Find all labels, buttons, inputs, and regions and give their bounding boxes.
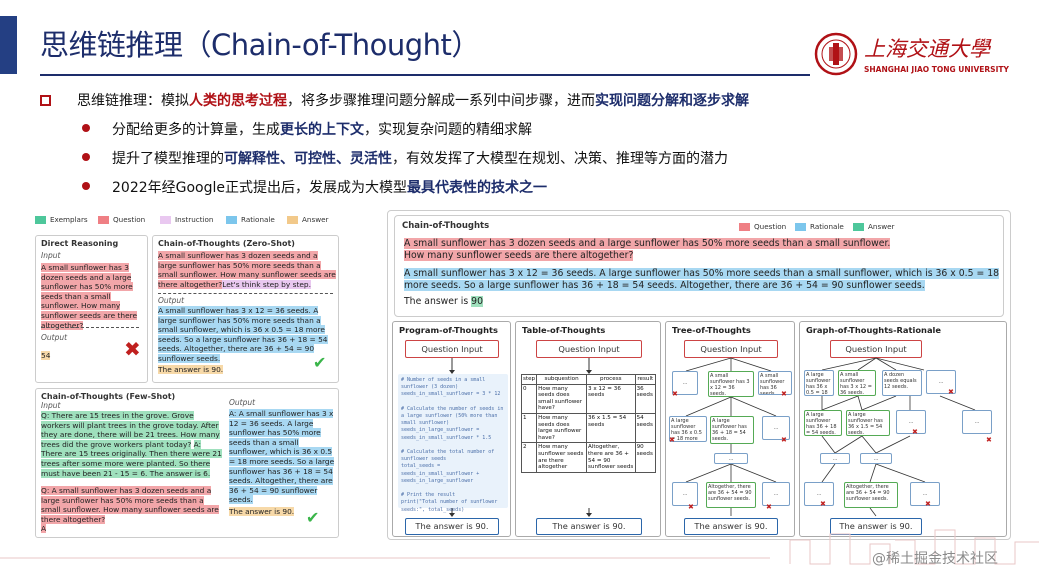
sub-bullet-1: 分配给更多的计算量，生成更长的上下文，实现复杂问题的精细求解 <box>82 119 532 139</box>
bullet-dot-icon <box>82 124 90 132</box>
wrong-icon: ✖ <box>781 436 787 444</box>
wrong-icon: ✖ <box>820 500 826 508</box>
bullet-dot-icon <box>82 182 90 190</box>
wrong-icon: ✖ <box>781 390 787 398</box>
graph-edges <box>821 357 976 517</box>
tree-node-large: A large sunflower has 36 + 18 = 54 seeds… <box>710 416 754 444</box>
wrong-icon: ✖ <box>986 436 992 444</box>
cot-question: A small sunflower has 3 dozen seeds and … <box>404 238 891 261</box>
cot-answer: 90 <box>471 296 484 307</box>
wrong-icon: ✖ <box>124 337 141 361</box>
panel-chain-of-thoughts: Chain-of-Thoughts Question Rationale Ans… <box>394 215 1004 317</box>
wrong-icon: ✖ <box>669 436 675 444</box>
legend-instruction: Instruction <box>160 215 213 225</box>
cot-rationale: A small sunflower has 3 x 12 = 36 seeds.… <box>404 268 1000 291</box>
wrong-icon: ✖ <box>672 390 678 398</box>
correct-icon: ✔ <box>313 353 327 372</box>
panel-few-shot: Chain-of-Thoughts (Few-Shot) Input Outpu… <box>35 388 339 538</box>
wrong-icon: ✖ <box>766 503 772 511</box>
tree-edges <box>685 357 777 516</box>
footer-decoration <box>0 529 1039 565</box>
few-shot-question: Q: A small sunflower has 3 dozen seeds a… <box>41 486 219 524</box>
panel-graph-of-thoughts: Graph-of-Thoughts-Rationale Question Inp… <box>799 321 1007 537</box>
page-title: 思维链推理（Chain-of-Thought） <box>40 28 480 62</box>
square-bullet-icon <box>40 95 51 106</box>
title-accent-bar <box>0 16 17 74</box>
graph-node-final: Altogether, there are 36 + 54 = 90 sunfl… <box>844 482 898 508</box>
graph-node-large-b: A large sunflower has 36 x 1.5 = 54 seed… <box>846 410 890 436</box>
sub-bullet-2: 提升了模型推理的可解释性、可控性、灵活性，有效发挥了大模型在规划、决策、推理等方… <box>82 148 728 168</box>
direct-question: A small sunflower has 3 dozen seeds and … <box>41 263 138 330</box>
legend-answer: Answer <box>287 215 328 225</box>
tree-node-small: A small sunflower has 3 x 12 = 36 seeds. <box>708 371 754 397</box>
few-shot-exemplar-q: Q: There are 15 trees in the grove. Grov… <box>41 411 220 449</box>
logo-english: SHANGHAI JIAO TONG UNIVERSITY <box>864 65 1009 74</box>
zero-shot-instruction: Let's think step by step. <box>222 279 311 289</box>
panel-program-of-thoughts: Program-of-Thoughts Question Input # Num… <box>392 321 511 537</box>
legend-question: Question <box>739 222 786 231</box>
right-figure: Chain-of-Thoughts Question Rationale Ans… <box>387 210 1011 540</box>
few-shot-answer: The answer is 90. <box>229 507 295 516</box>
direct-answer: 54 <box>41 351 51 360</box>
legend-rationale: Rationale <box>795 222 844 231</box>
title-underline <box>40 74 810 76</box>
legend-rationale: Rationale <box>226 215 275 225</box>
tree-node-final: Altogether, there are 36 + 54 = 90 sunfl… <box>706 482 756 508</box>
university-logo: 上海交通大學 SHANGHAI JIAO TONG UNIVERSITY <box>814 32 1009 76</box>
sub-bullet-3: 2022年经Google正式提出后，发展成为大模型最具代表性的技术之一 <box>82 177 547 197</box>
graph-node-large-a: A large sunflower has 36 + 18 = 54 seeds… <box>804 410 842 436</box>
left-figure: Exemplars Question Instruction Rationale… <box>30 208 352 543</box>
logo-chinese: 上海交通大學 <box>864 37 992 61</box>
legend-exemplars: Exemplars <box>35 215 88 225</box>
panel-direct-reasoning: Direct Reasoning Input A small sunflower… <box>35 235 148 383</box>
zero-shot-rationale: A small sunflower has 3 x 12 = 36 seeds.… <box>158 306 328 363</box>
legend-answer: Answer <box>853 222 894 231</box>
legend-question: Question <box>98 215 145 225</box>
pot-code: # Number of seeds in a small sunflower (… <box>398 374 508 513</box>
watermark: @稀土掘金技术社区 <box>872 551 998 567</box>
correct-icon: ✔ <box>306 508 320 527</box>
panel-tree-of-thoughts: Tree-of-Thoughts Question Input ... A sm… <box>665 321 795 537</box>
wrong-icon: ✖ <box>688 503 694 511</box>
wrong-icon: ✖ <box>925 500 931 508</box>
wrong-icon: ✖ <box>912 428 918 436</box>
graph-node-small: A small sunflower has 3 x 12 = 36 seeds. <box>838 370 876 396</box>
bullet-dot-icon <box>82 153 90 161</box>
wrong-icon: ✖ <box>948 388 954 396</box>
panel-zero-shot: Chain-of-Thoughts (Zero-Shot) A small su… <box>152 235 339 383</box>
few-shot-rationale: A: A small sunflower has 3 x 12 = 36 see… <box>229 409 335 505</box>
main-bullet: 思维链推理：模拟人类的思考过程，将多步骤推理问题分解成一系列中间步骤，进而实现问… <box>40 90 749 110</box>
zero-shot-answer: The answer is 90. <box>158 365 224 374</box>
